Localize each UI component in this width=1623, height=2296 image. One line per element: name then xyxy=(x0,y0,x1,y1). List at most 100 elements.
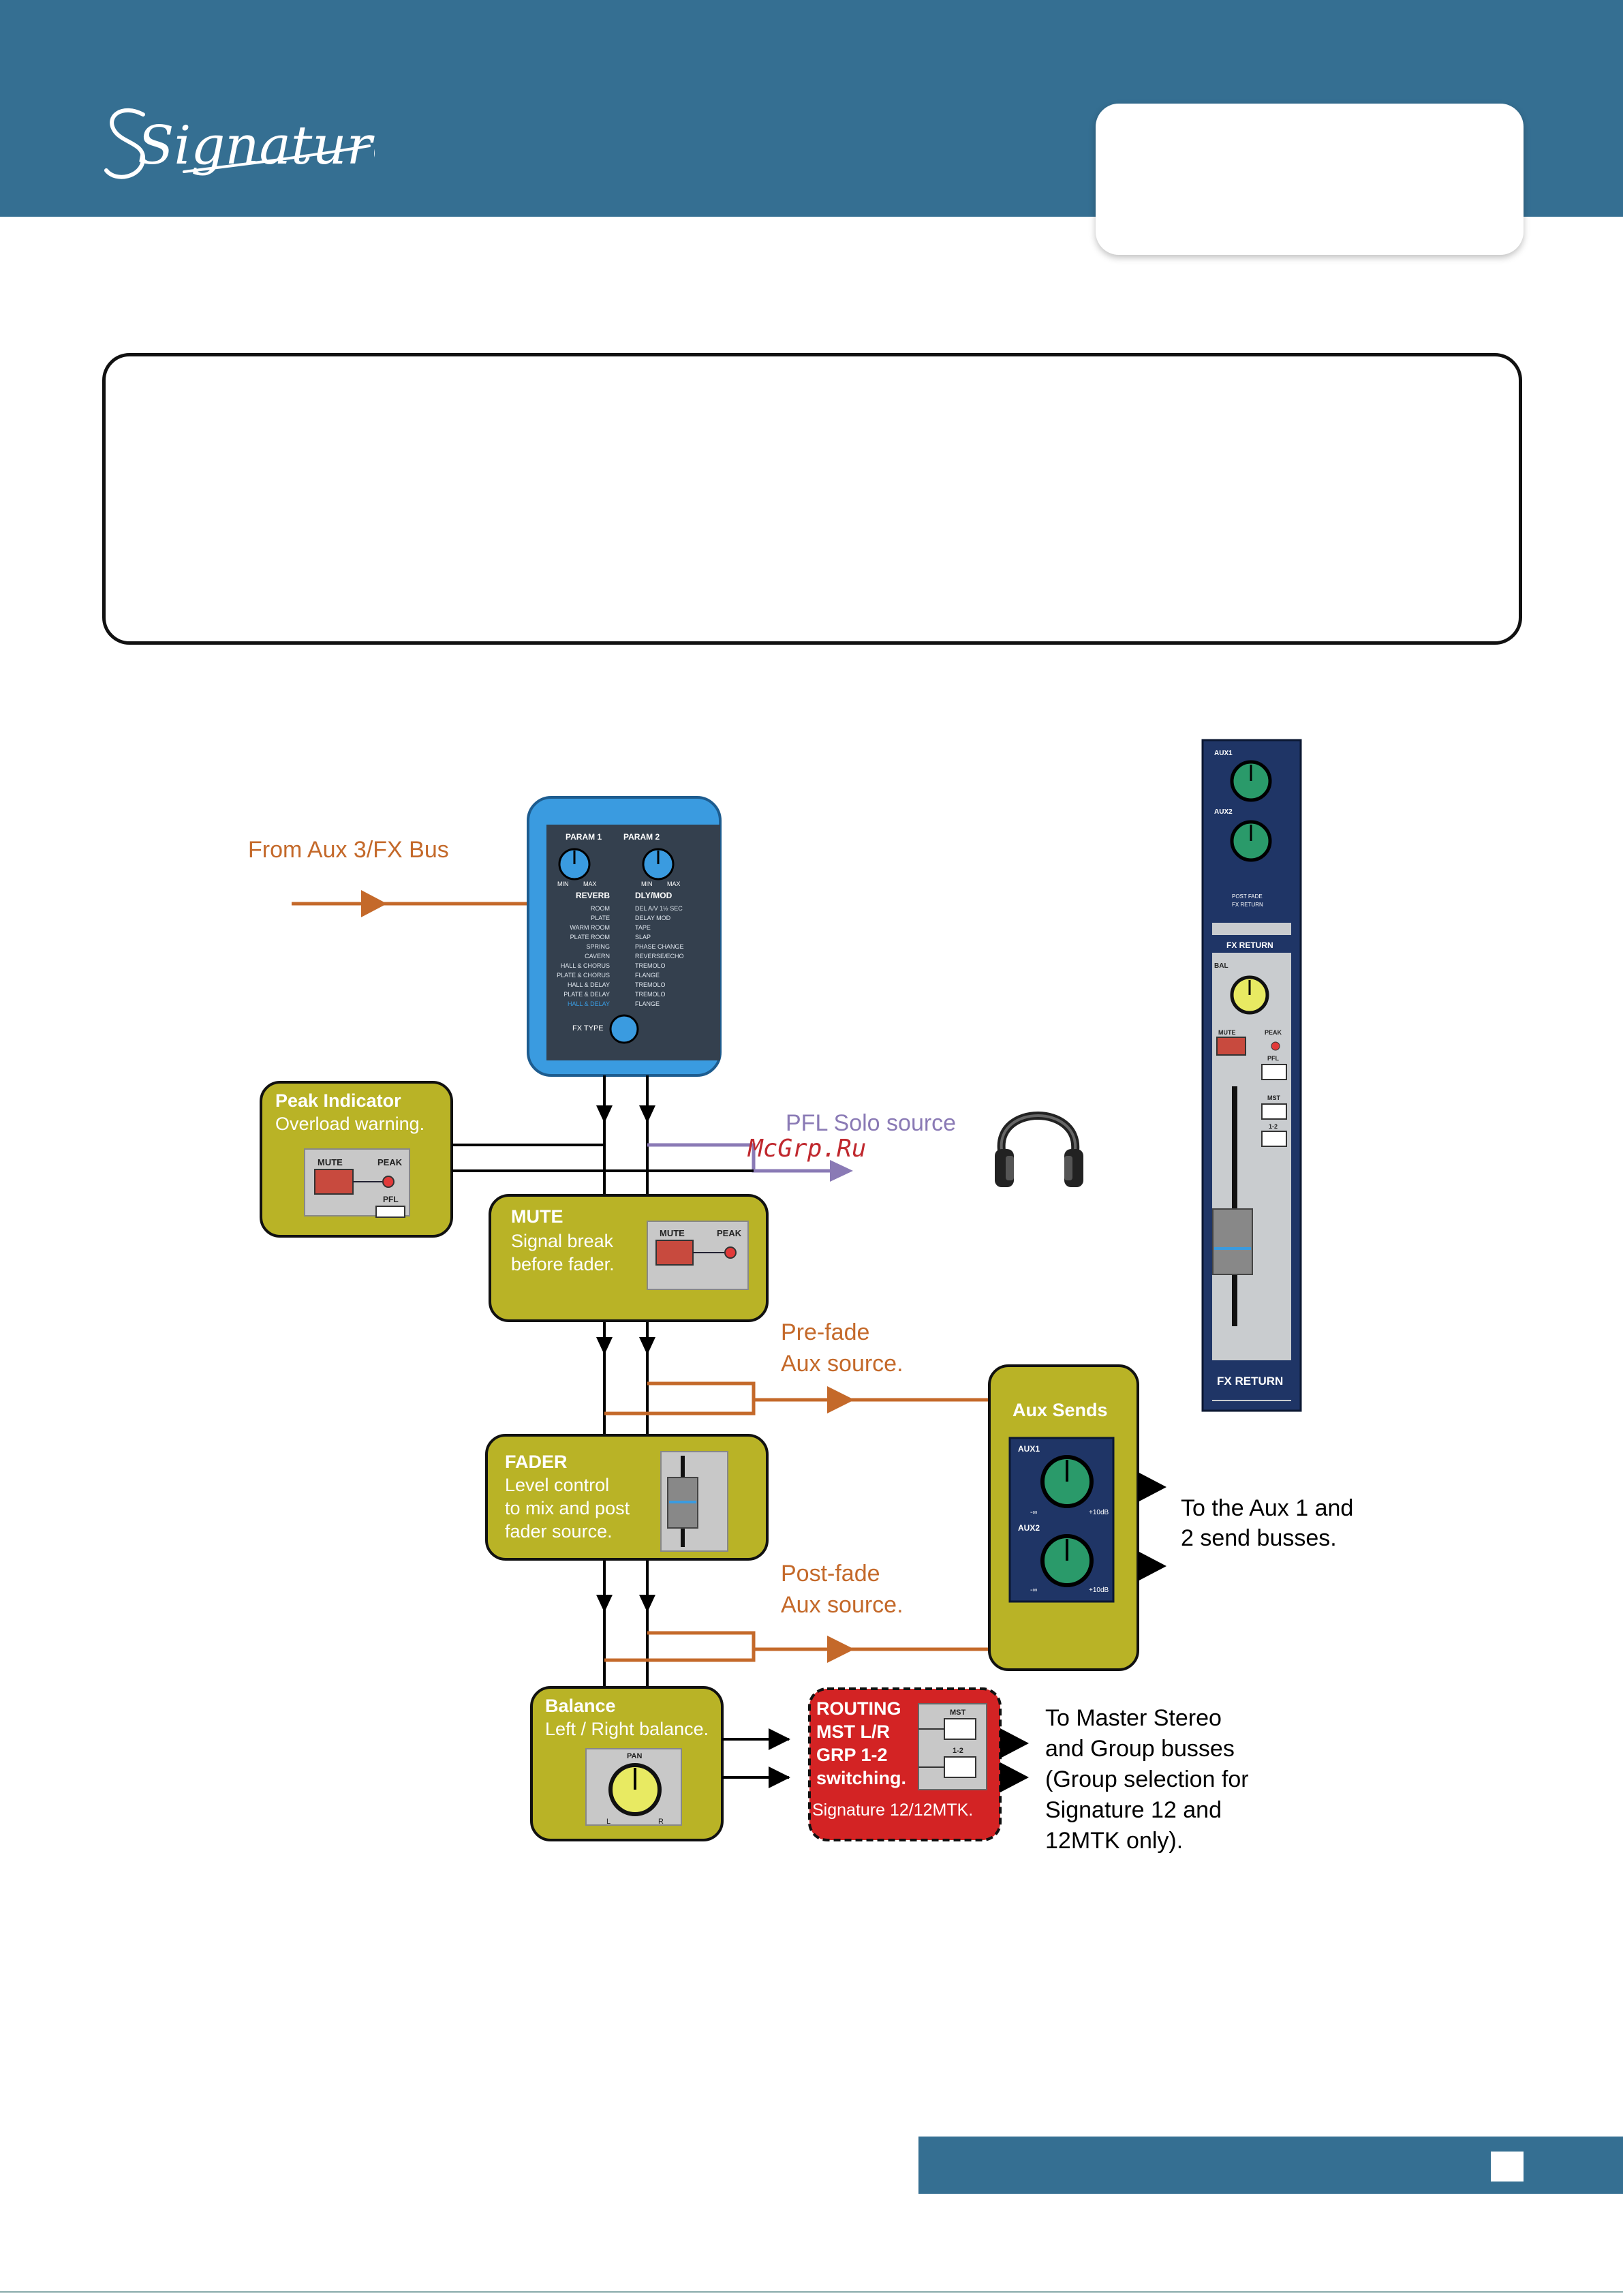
reverb-item: ROOM xyxy=(591,905,610,912)
input-arrow xyxy=(361,890,387,917)
param1-max: MAX xyxy=(583,881,597,887)
pfl-solo-label: PFL Solo source xyxy=(786,1110,956,1136)
strip-peak-label: PEAK xyxy=(1265,1029,1282,1036)
dlymod-item: SLAP xyxy=(635,934,651,940)
bottom-rule xyxy=(0,2291,1623,2293)
reverb-item: HALL & DELAY xyxy=(568,981,610,988)
reverb-item: PLATE xyxy=(591,915,610,921)
routing-label4: switching. xyxy=(816,1768,906,1788)
balance-r: R xyxy=(658,1818,664,1826)
peak-title: Peak Indicator xyxy=(275,1090,401,1111)
postfade-label2: Aux source. xyxy=(781,1592,903,1618)
peak-desc: Overload warning. xyxy=(275,1114,424,1134)
reverb-item: HALL & CHORUS xyxy=(561,962,610,969)
to-master-text: To Master Stereo and Group busses (Group s… xyxy=(1045,1705,1249,1854)
from-aux3-label: From Aux 3/FX Bus xyxy=(248,837,449,863)
reverb-item: WARM ROOM xyxy=(570,924,610,931)
reverb-item: PLATE ROOM xyxy=(570,934,610,940)
signal-flow-diagram: From Aux 3/FX Bus PARAM 1 PARAM 2 MIN MA… xyxy=(248,739,1353,1854)
to-master-line: 12MTK only). xyxy=(1045,1828,1183,1854)
peak-panel-pfl-label: PFL xyxy=(383,1195,399,1204)
to-aux-label2: 2 send busses. xyxy=(1181,1525,1337,1551)
param2-label: PARAM 2 xyxy=(623,832,660,842)
strip-footer-fx-return: FX RETURN xyxy=(1217,1375,1283,1388)
reverb-item: PLATE & DELAY xyxy=(563,991,610,998)
mst-button xyxy=(944,1718,976,1740)
dlymod-item: DELAY MOD xyxy=(635,915,671,921)
mute-desc2: before fader. xyxy=(511,1254,615,1274)
dlymod-item: TREMOLO xyxy=(635,962,666,969)
logo-text: Signature xyxy=(138,115,375,177)
fx-return-channel-strip: AUX1 AUX2 POST FADE FX RETURN FX RETURN … xyxy=(1201,739,1302,1412)
mute-panel-mute-label: MUTE xyxy=(660,1228,685,1238)
fader-title: FADER xyxy=(505,1452,568,1472)
strip-fx-return-small: FX RETURN xyxy=(1232,902,1263,908)
dlymod-item: DEL A/V 1½ SEC xyxy=(635,905,683,912)
strip-mute-label: MUTE xyxy=(1218,1029,1236,1036)
aux1-max: +10dB xyxy=(1089,1509,1109,1516)
dlymod-item: FLANGE xyxy=(635,1000,660,1007)
aux-panel-aux2-label: AUX2 xyxy=(1018,1523,1040,1533)
header-tab xyxy=(1096,104,1524,255)
to-master-line: and Group busses xyxy=(1045,1736,1235,1762)
dlymod-item: TREMOLO xyxy=(635,991,666,998)
strip-pfl-label: PFL xyxy=(1267,1055,1280,1062)
dlymod-header: DLY/MOD xyxy=(635,891,673,900)
to-master-line: (Group selection for xyxy=(1045,1766,1249,1792)
peak-led xyxy=(382,1176,395,1188)
strip-mute-button xyxy=(1216,1037,1246,1056)
signature-logo: Signature xyxy=(104,108,375,179)
intro-box xyxy=(102,353,1522,645)
reverb-list: ROOM PLATE WARM ROOM PLATE ROOM SPRING CAVERN… xyxy=(557,905,610,1007)
strip-aux1-label: AUX1 xyxy=(1214,750,1233,757)
peak-panel-peak-label: PEAK xyxy=(377,1157,403,1167)
reverb-item: HALL & DELAY xyxy=(568,1000,610,1007)
fader-desc3: fader source. xyxy=(505,1521,613,1542)
balance-title: Balance xyxy=(545,1696,616,1716)
grp-button xyxy=(944,1756,976,1778)
reverb-item: PLATE & CHORUS xyxy=(557,972,610,979)
mute-panel-button xyxy=(655,1240,694,1266)
dlymod-item: TREMOLO xyxy=(635,981,666,988)
dlymod-item: REVERSE/ECHO xyxy=(635,953,684,960)
param2-max: MAX xyxy=(667,881,681,887)
postfade-label1: Post-fade xyxy=(781,1561,880,1587)
mute-panel-peak-label: PEAK xyxy=(717,1228,742,1238)
reverb-header: REVERB xyxy=(576,891,610,900)
mute-desc1: Signal break xyxy=(511,1231,614,1251)
aux2-max: +10dB xyxy=(1089,1587,1109,1594)
strip-header-fx-return: FX RETURN xyxy=(1226,940,1273,950)
dlymod-item: FLANGE xyxy=(635,972,660,979)
routing-mst-label: MST xyxy=(950,1709,966,1717)
strip-mst-label: MST xyxy=(1267,1095,1281,1101)
strip-aux2-label: AUX2 xyxy=(1214,808,1233,816)
routing-label2: MST L/R xyxy=(816,1721,890,1742)
to-master-line: Signature 12 and xyxy=(1045,1797,1222,1823)
param1-min: MIN xyxy=(557,881,569,887)
routing-grp-label: 1-2 xyxy=(953,1747,963,1755)
to-master-line: To Master Stereo xyxy=(1045,1705,1222,1731)
headphones-icon xyxy=(995,1112,1083,1187)
balance-pan-label: PAN xyxy=(627,1752,642,1760)
fader-desc2: to mix and post xyxy=(505,1498,630,1518)
reverb-item: SPRING xyxy=(586,943,610,950)
aux2-min: -∞ xyxy=(1030,1587,1037,1594)
strip-fader-cap xyxy=(1212,1208,1253,1275)
routing-model: Signature 12/12MTK. xyxy=(812,1801,973,1820)
aux-sends-title: Aux Sends xyxy=(1013,1400,1108,1420)
fader-desc1: Level control xyxy=(505,1475,609,1495)
prefade-label2: Aux source. xyxy=(781,1351,903,1377)
pfl-line xyxy=(647,1143,848,1173)
strip-bal-label: BAL xyxy=(1214,962,1228,970)
param2-min: MIN xyxy=(641,881,653,887)
dlymod-item: PHASE CHANGE xyxy=(635,943,684,950)
aux1-min: -∞ xyxy=(1030,1509,1037,1516)
reverb-item: CAVERN xyxy=(585,953,610,960)
routing-label3: GRP 1-2 xyxy=(816,1745,888,1765)
balance-l: L xyxy=(606,1818,610,1826)
page-number-box xyxy=(1491,2152,1524,2182)
pfl-arrow xyxy=(830,1160,853,1182)
routing-label1: ROUTING xyxy=(816,1698,901,1719)
fxtype-knob[interactable] xyxy=(609,1014,639,1044)
